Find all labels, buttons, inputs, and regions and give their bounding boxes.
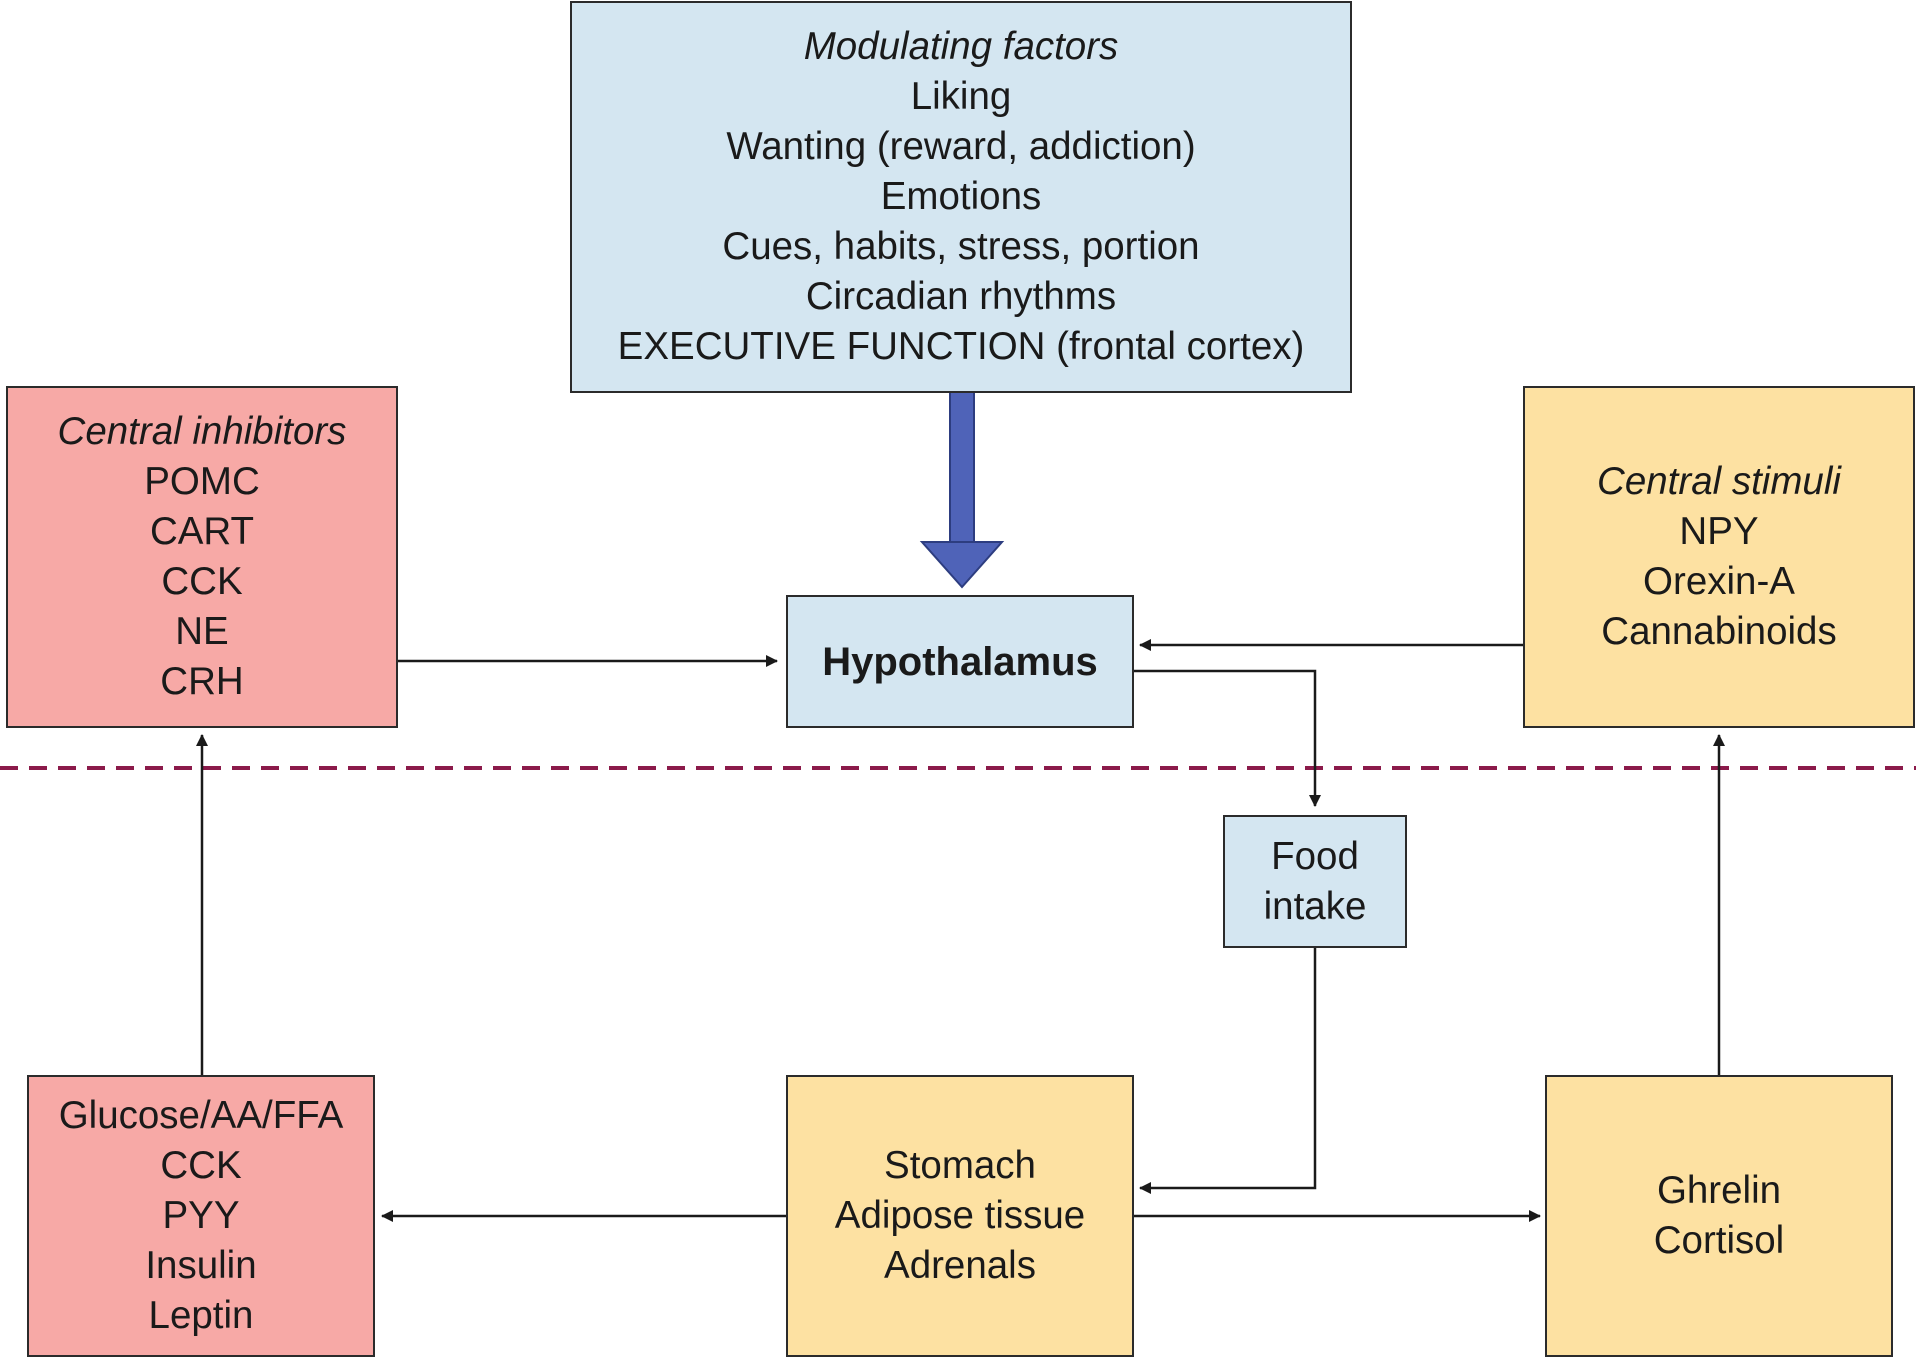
hypothalamus-label: Hypothalamus [822, 639, 1098, 684]
organ-item: Stomach [884, 1144, 1036, 1187]
central-inhibitors-heading: Central inhibitors [57, 410, 347, 453]
peripheral-signal-item: Leptin [148, 1294, 254, 1337]
central-inhibitor-item: CCK [161, 560, 243, 603]
modulating-factor-item: Circadian rhythms [805, 275, 1117, 318]
central-stimuli-heading: Central stimuli [1597, 460, 1841, 503]
modulating-factors-heading: Modulating factors [803, 25, 1119, 68]
peripheral-signal-item: PYY [162, 1194, 240, 1237]
modulating-factors-box: Modulating factors Liking Wanting (rewar… [570, 1, 1352, 393]
organs-box: Stomach Adipose tissue Adrenals [786, 1075, 1134, 1357]
orexigenic-hormone-item: Ghrelin [1656, 1169, 1782, 1212]
modulating-factor-item: Liking [910, 75, 1012, 118]
central-stimulus-item: NPY [1679, 510, 1759, 553]
modulating-factor-item: EXECUTIVE FUNCTION (frontal cortex) [617, 325, 1305, 368]
peripheral-signal-item: Insulin [145, 1244, 257, 1287]
modulating-factor-item: Emotions [880, 175, 1042, 218]
food-intake-label: intake [1263, 884, 1367, 928]
orexigenic-hormone-item: Cortisol [1653, 1219, 1785, 1262]
central-stimuli-box: Central stimuli NPY Orexin-A Cannabinoid… [1523, 386, 1915, 728]
peripheral-signal-item: CCK [160, 1144, 242, 1187]
peripheral-signals-box: Glucose/AA/FFA CCK PYY Insulin Leptin [27, 1075, 375, 1357]
central-stimulus-item: Cannabinoids [1601, 610, 1837, 653]
central-inhibitor-item: POMC [144, 460, 260, 503]
organ-item: Adrenals [884, 1244, 1036, 1287]
central-inhibitor-item: NE [175, 610, 229, 653]
central-inhibitors-box: Central inhibitors POMC CART CCK NE CRH [6, 386, 398, 728]
hypothalamus-box: Hypothalamus [786, 595, 1134, 728]
peripheral-signal-item: Glucose/AA/FFA [58, 1094, 344, 1137]
central-inhibitor-item: CART [149, 510, 255, 553]
food-intake-label: Food [1271, 834, 1359, 878]
modulating-factor-item: Cues, habits, stress, portion [722, 225, 1200, 268]
orexigenic-hormones-box: Ghrelin Cortisol [1545, 1075, 1893, 1357]
central-stimulus-item: Orexin-A [1643, 560, 1795, 603]
hypothalamus-to-food-intake-arrow [1134, 669, 1321, 807]
organ-item: Adipose tissue [834, 1194, 1086, 1237]
modulating-factor-item: Wanting (reward, addiction) [726, 125, 1196, 168]
modulating-to-hypothalamus-arrow [919, 391, 1005, 589]
food-intake-to-organs-arrow [1139, 948, 1317, 1194]
central-inhibitor-item: CRH [160, 660, 244, 703]
food-intake-box: Food intake [1223, 815, 1407, 948]
